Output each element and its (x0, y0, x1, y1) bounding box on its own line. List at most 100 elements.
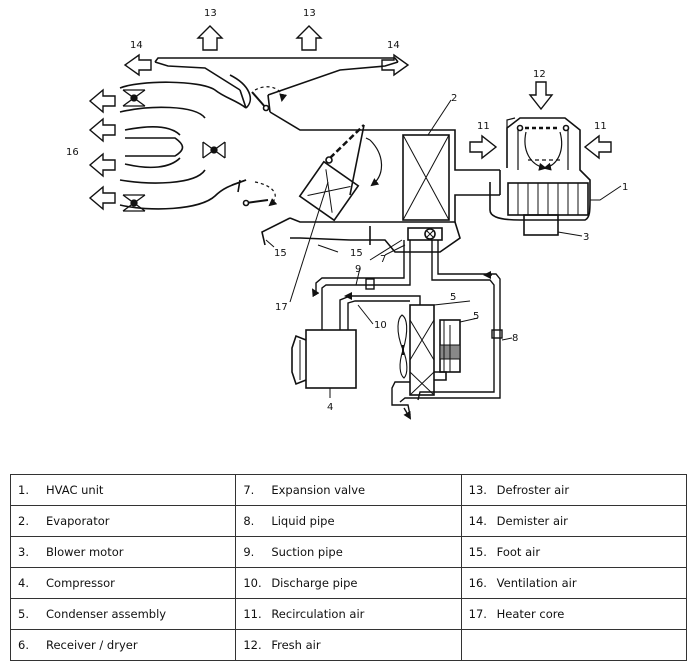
refrigerant-piping (311, 240, 503, 420)
legend-number: 4. (18, 576, 29, 590)
callout-1: 1 (622, 182, 628, 193)
legend-label: Foot air (496, 545, 541, 559)
legend-number: 5. (18, 607, 29, 621)
legend-label: Suction pipe (271, 545, 343, 559)
legend-cell: 16. Ventilation air (460, 567, 688, 599)
legend-label (495, 638, 497, 652)
ventilation-air-arrow (88, 88, 116, 211)
legend-cell: 13. Defroster air (460, 474, 688, 506)
legend-number: 2. (18, 514, 29, 528)
legend-number: 11. (243, 607, 262, 621)
hvac-housing (119, 74, 500, 253)
legend-number: 6. (18, 638, 29, 652)
legend-cell: 8. Liquid pipe (235, 505, 462, 537)
legend-number: 10. (243, 576, 262, 590)
legend-cell: 2. Evaporator (9, 505, 237, 537)
mode-door (242, 86, 288, 207)
callout-labels: 1 2 3 4 5 5 7 8 9 10 11 11 12 13 13 14 1… (66, 8, 628, 413)
callout-5a: 5 (450, 292, 456, 303)
legend-body: 1. HVAC unit 7. Expansion valve 13. Defroster… (9, 474, 688, 661)
condenser (397, 304, 435, 396)
legend-cell: 7. Expansion valve (235, 474, 462, 506)
legend-label: Discharge pipe (271, 576, 358, 590)
fresh-air-arrow (528, 81, 554, 111)
callout-14b: 14 (387, 40, 400, 51)
demister-air-arrow (123, 53, 410, 77)
legend-cell: 15. Foot air (460, 536, 688, 568)
legend-number: 3. (18, 545, 29, 559)
legend-cell: 14. Demister air (460, 505, 688, 537)
legend-row: 5. Condenser assembly 11. Recirculation air… (9, 598, 688, 630)
hvac-system-diagram: 1 2 3 4 5 5 7 8 9 10 11 11 12 13 13 14 1… (66, 8, 628, 420)
blower-housing (489, 117, 591, 236)
callout-4: 4 (327, 402, 333, 413)
legend-number: 7. (243, 483, 255, 497)
callout-10: 10 (374, 320, 387, 331)
legend-label: Condenser assembly (46, 607, 167, 621)
callout-11a: 11 (477, 121, 490, 132)
legend-number: 16. (468, 576, 487, 590)
callout-13b: 13 (303, 8, 316, 19)
callout-5b: 5 (473, 311, 479, 322)
legend-number: 13. (468, 483, 487, 497)
legend-cell: 5. Condenser assembly (9, 598, 237, 630)
callout-15a: 15 (274, 248, 287, 259)
callout-11b: 11 (594, 121, 607, 132)
receiver-dryer (434, 319, 461, 381)
outlet-flap (122, 89, 226, 212)
callout-17: 17 (275, 302, 288, 313)
legend-row: 1. HVAC unit 7. Expansion valve 13. Defroster… (9, 474, 688, 506)
callout-13a: 13 (204, 8, 217, 19)
legend-number: 15. (468, 545, 487, 559)
expansion-valve (407, 227, 443, 241)
legend-row: 4.Compressor 10. Discharge pipe 16. Ventilat… (9, 567, 688, 599)
legend-label: Ventilation air (496, 576, 577, 590)
legend-cell (460, 629, 688, 661)
callout-7: 7 (380, 254, 386, 265)
leader-lines (265, 99, 622, 398)
legend-label: Fresh air (271, 638, 321, 652)
legend-row: 3. Blower motor 9. Suction pipe 15. Foot air (9, 536, 688, 568)
callout-8: 8 (512, 333, 518, 344)
callout-3: 3 (583, 232, 589, 243)
legend-label: Defroster air (496, 483, 570, 497)
legend-cell: 12. Fresh air (235, 629, 462, 661)
defroster-duct (154, 57, 399, 113)
callout-12: 12 (533, 69, 546, 80)
compressor (291, 329, 357, 389)
callout-14a: 14 (130, 40, 143, 51)
legend-cell: 9. Suction pipe (235, 536, 462, 568)
legend-cell: 11. Recirculation air (235, 598, 462, 630)
legend-number: 14. (468, 514, 487, 528)
legend-label: Recirculation air (271, 607, 365, 621)
legend-label: Heater core (496, 607, 565, 621)
legend-cell: 17. Heater core (460, 598, 688, 630)
legend-number: 1. (18, 483, 29, 497)
legend-number: 12. (243, 638, 262, 652)
legend-label: Evaporator (46, 514, 110, 528)
legend-number: 17. (468, 607, 487, 621)
evaporator (402, 134, 450, 221)
callout-16: 16 (66, 147, 79, 158)
legend-cell: 6. Receiver / dryer (9, 629, 237, 661)
legend-cell: 4.Compressor (9, 567, 237, 599)
callout-9: 9 (355, 264, 361, 275)
legend-label: Expansion valve (271, 483, 366, 497)
legend-label: Liquid pipe (271, 514, 335, 528)
legend-row: 2. Evaporator 8. Liquid pipe 14. Demister air (9, 505, 688, 537)
legend-cell: 10. Discharge pipe (235, 567, 462, 599)
callout-15b: 15 (350, 248, 363, 259)
legend-cell: 3. Blower motor (9, 536, 237, 568)
legend-label: Blower motor (46, 545, 124, 559)
legend-number: 8. (243, 514, 255, 528)
legend-cell: 1. HVAC unit (9, 474, 237, 506)
recirculation-air-arrow (469, 134, 612, 160)
heater-core (298, 124, 383, 222)
legend-number: 9. (243, 545, 255, 559)
defroster-air-arrow (196, 25, 323, 51)
legend-table: 1. HVAC unit 7. Expansion valve 13. Defroster… (9, 474, 688, 661)
legend-label: Demister air (496, 514, 568, 528)
legend-label: Receiver / dryer (46, 638, 138, 652)
blower-motor (523, 214, 559, 236)
legend-label: HVAC unit (46, 483, 104, 497)
